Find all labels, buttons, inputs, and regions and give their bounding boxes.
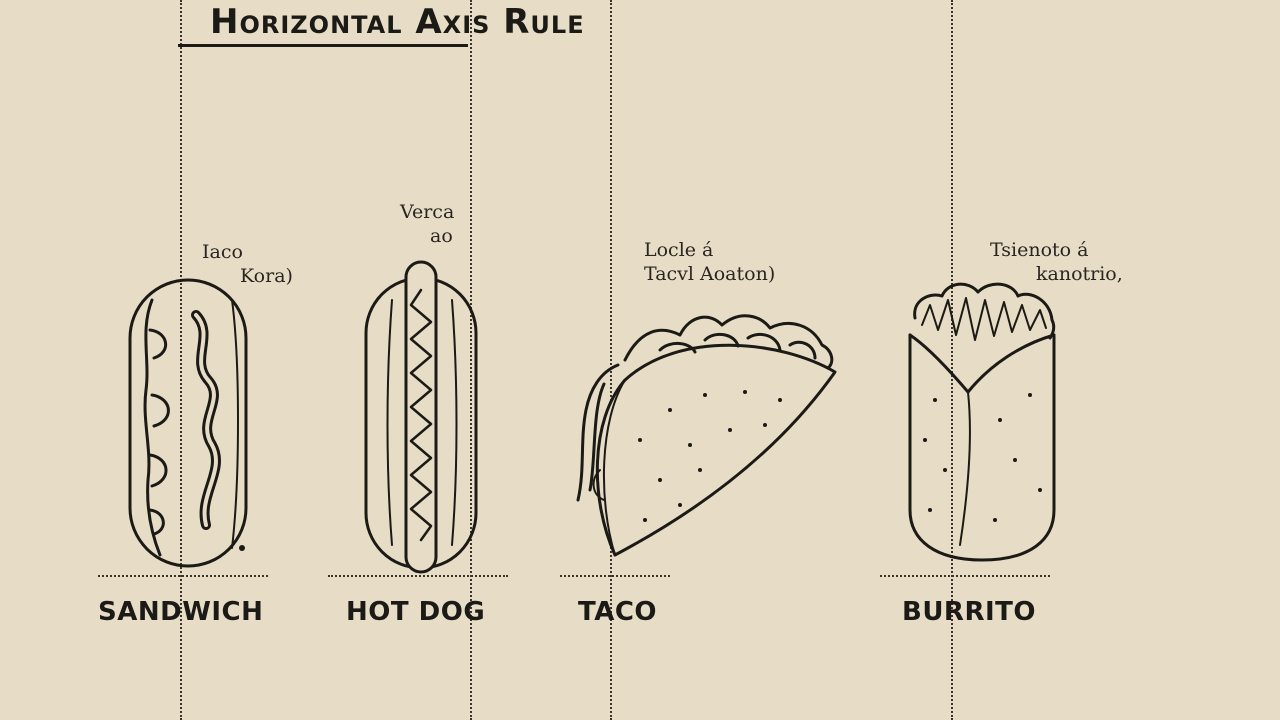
vertical-guide-sandwich	[180, 0, 182, 720]
vertical-guide-taco	[610, 0, 612, 720]
title-underline	[178, 44, 468, 47]
hot-dog-annotation-line2: ao	[430, 225, 453, 247]
taco-label: TACO	[578, 597, 658, 627]
burrito-annotation-line2: kanotrio,	[1036, 263, 1123, 285]
vertical-guide-burrito	[951, 0, 953, 720]
burrito-annotation-line1: Tsienoto á	[990, 239, 1089, 261]
baseline-guide-sandwich	[98, 575, 268, 577]
sandwich-label: SANDWICH	[98, 597, 264, 627]
taco-annotation-line2: Tacvl Aoaton)	[644, 263, 776, 285]
hot-dog-annotation: Verca ao	[400, 200, 454, 248]
sandwich-annotation-line2: Kora)	[240, 265, 293, 287]
taco-illustration	[576, 314, 837, 557]
sandwich-annotation: Iaco Kora)	[202, 240, 293, 288]
baseline-guide-hot-dog	[328, 575, 508, 577]
burrito-illustration	[908, 282, 1056, 562]
hot-dog-label: HOT DOG	[346, 597, 486, 627]
taco-annotation: Locle á Tacvl Aoaton)	[644, 238, 775, 286]
taco-annotation-line1: Locle á	[644, 239, 714, 261]
burrito-annotation: Tsienoto á kanotrio,	[990, 238, 1123, 286]
baseline-guide-burrito	[880, 575, 1050, 577]
hot-dog-illustration	[364, 260, 478, 574]
hot-dog-annotation-line1: Verca	[400, 201, 455, 223]
diagram-title: Horizontal Axis Rule	[210, 2, 585, 42]
sandwich-annotation-line1: Iaco	[202, 241, 243, 263]
sandwich-illustration	[128, 278, 248, 568]
baseline-guide-taco	[560, 575, 670, 577]
burrito-label: BURRITO	[902, 597, 1036, 627]
vertical-guide-hot-dog	[470, 0, 472, 720]
